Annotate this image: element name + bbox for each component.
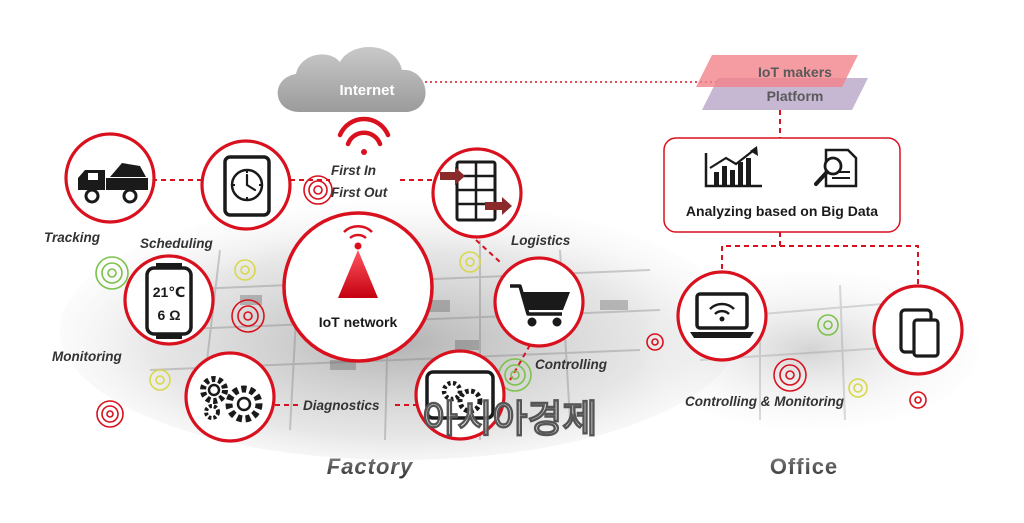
internet-cloud: Internet: [277, 47, 426, 112]
office-control-label: Controlling & Monitoring: [685, 394, 845, 409]
scheduling-label: Scheduling: [140, 236, 214, 251]
signal-pulses: [95, 175, 927, 428]
node-controlling: Controlling: [493, 256, 608, 372]
laptop-wifi-icon: [690, 292, 754, 338]
node-logistics: Logistics: [431, 147, 571, 248]
tablet-gears-icon: [425, 370, 495, 420]
wifi-signal-icon: [337, 116, 391, 155]
tablet-clock-icon: [223, 155, 271, 217]
node-iot-network: IoT network: [282, 211, 434, 363]
internet-label: Internet: [339, 82, 394, 99]
node-monitoring: 21℃ 6 Ω Monitoring: [52, 254, 215, 364]
logistics-label: Logistics: [511, 233, 571, 248]
fifo-label-line2: First Out: [331, 185, 388, 200]
node-scheduling: Scheduling: [140, 139, 292, 251]
monitoring-temperature: 21℃: [153, 284, 186, 300]
section-factory: Factory: [327, 454, 414, 479]
gears-icon: [200, 376, 263, 423]
big-data-box: Analyzing based on Big Data: [663, 137, 901, 233]
controlling-label: Controlling: [535, 357, 608, 372]
section-office: Office: [770, 454, 838, 479]
node-diagnostics: Diagnostics: [184, 351, 380, 443]
watermark: 아시아경제: [423, 397, 598, 441]
truck-icon: [78, 163, 148, 204]
node-office-devices: [872, 284, 964, 376]
monitoring-label: Monitoring: [52, 349, 122, 364]
platform-label-line2: Platform: [767, 88, 824, 104]
bar-chart-icon: [704, 146, 762, 188]
node-tracking: Tracking: [44, 132, 156, 245]
diagnostics-label: Diagnostics: [303, 398, 380, 413]
antenna-icon: [338, 225, 378, 298]
smartwatch-icon: 21℃ 6 Ω: [145, 263, 193, 339]
fifo-label-line1: First In: [331, 163, 376, 178]
document-search-icon: [814, 148, 858, 188]
node-tablet-gears: [414, 349, 506, 441]
big-data-label: Analyzing based on Big Data: [686, 203, 878, 219]
warehouse-rack-icon: [440, 160, 512, 222]
iot-makers-platform: IoT makers Platform: [696, 55, 868, 110]
cart-icon: [510, 284, 570, 327]
platform-label-line1: IoT makers: [758, 64, 832, 80]
node-office-laptop: [676, 270, 768, 362]
monitoring-resistance: 6 Ω: [158, 307, 181, 323]
phone-tablet-icon: [899, 308, 940, 358]
tracking-label: Tracking: [44, 230, 101, 245]
iot-network-label: IoT network: [319, 314, 398, 330]
